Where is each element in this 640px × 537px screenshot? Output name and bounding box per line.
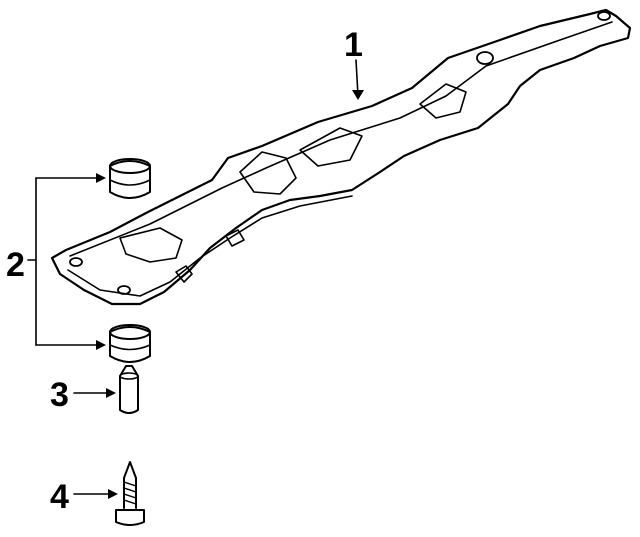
leader-4-arrow xyxy=(108,489,118,499)
bolt xyxy=(115,461,145,526)
bushing-lower-body xyxy=(109,326,151,363)
bushing-upper-top xyxy=(109,158,151,174)
callout-1: 1 xyxy=(344,26,363,64)
bolt-tip xyxy=(123,461,137,479)
leader-3 xyxy=(73,388,116,398)
crossmember-relief-right xyxy=(419,83,467,119)
leader-2-arrow-lower xyxy=(96,340,106,350)
bushing-lower-top xyxy=(109,324,151,340)
callout-2: 2 xyxy=(6,246,25,284)
mount-hole-3 xyxy=(476,51,494,65)
crossmember-relief-mid xyxy=(239,151,297,195)
crossmember xyxy=(50,8,632,306)
leader-4 xyxy=(73,489,118,499)
leader-2 xyxy=(27,173,106,350)
spacer-pin xyxy=(119,365,139,414)
bushing-upper xyxy=(109,158,151,199)
crossmember-outline xyxy=(50,8,632,306)
crossmember-ridge xyxy=(69,21,613,257)
bolt-threads xyxy=(123,481,137,505)
callout-4: 4 xyxy=(50,478,69,516)
spacer-pin-cap xyxy=(119,372,139,380)
leader-2-arrow-upper xyxy=(96,173,106,183)
callout-3: 3 xyxy=(50,376,69,414)
bushing-lower-band xyxy=(109,344,151,351)
spacer-pin-body xyxy=(119,365,139,414)
mount-hole-4 xyxy=(597,11,611,21)
boss-2 xyxy=(225,229,245,247)
bushing-lower xyxy=(109,324,151,363)
crossmember-relief-left xyxy=(119,227,183,263)
crossmember-relief-center xyxy=(299,127,363,167)
leader-3-arrow xyxy=(106,388,116,398)
mount-hole-2 xyxy=(117,285,131,295)
leader-1-arrow xyxy=(352,90,364,100)
boss-1 xyxy=(175,265,193,283)
bolt-head xyxy=(115,509,145,526)
mount-hole-1 xyxy=(69,257,83,267)
bolt-shank xyxy=(123,477,137,509)
bushing-upper-band xyxy=(109,179,151,186)
leader-1 xyxy=(352,59,364,100)
crossmember-flange xyxy=(67,195,353,297)
bushing-upper-body xyxy=(109,160,151,199)
